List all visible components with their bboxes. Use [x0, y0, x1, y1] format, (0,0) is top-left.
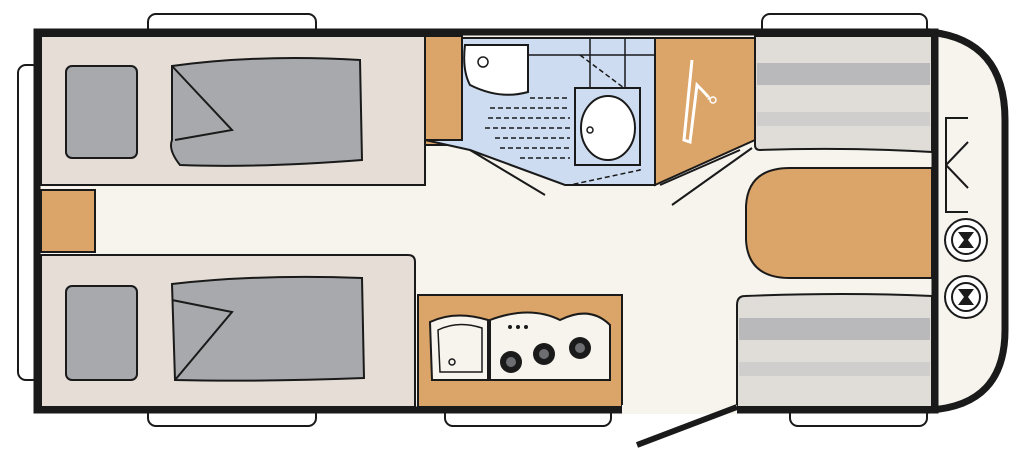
gas-bottle-icon: [944, 275, 988, 319]
bathroom: [424, 37, 656, 186]
cabinet-rear: [40, 189, 96, 253]
washbasin-icon: [463, 44, 529, 96]
gas-bottle-icon: [944, 218, 988, 262]
bath-door-swing: [469, 149, 546, 196]
pillow-icon: [65, 285, 138, 381]
seat-bench-bottom: [736, 293, 933, 408]
entrance-door[interactable]: [635, 404, 739, 448]
bed-top: [40, 35, 426, 186]
bed-bottom: [40, 254, 416, 408]
blanket-icon: [170, 275, 366, 382]
wardrobe: [654, 37, 756, 187]
sink-icon: [428, 314, 489, 381]
front-window-bracket: [945, 117, 969, 213]
cabinet-bath-left: [424, 35, 463, 146]
kitchen: [417, 294, 623, 408]
seat-bench-top: [754, 35, 933, 154]
wardrobe-door-swing: [659, 147, 753, 206]
dining-table: [745, 167, 933, 279]
blanket-icon: [170, 57, 364, 167]
entrance-door-gap: [622, 405, 737, 414]
hanger-icon: [682, 59, 711, 145]
pillow-icon: [65, 65, 138, 159]
